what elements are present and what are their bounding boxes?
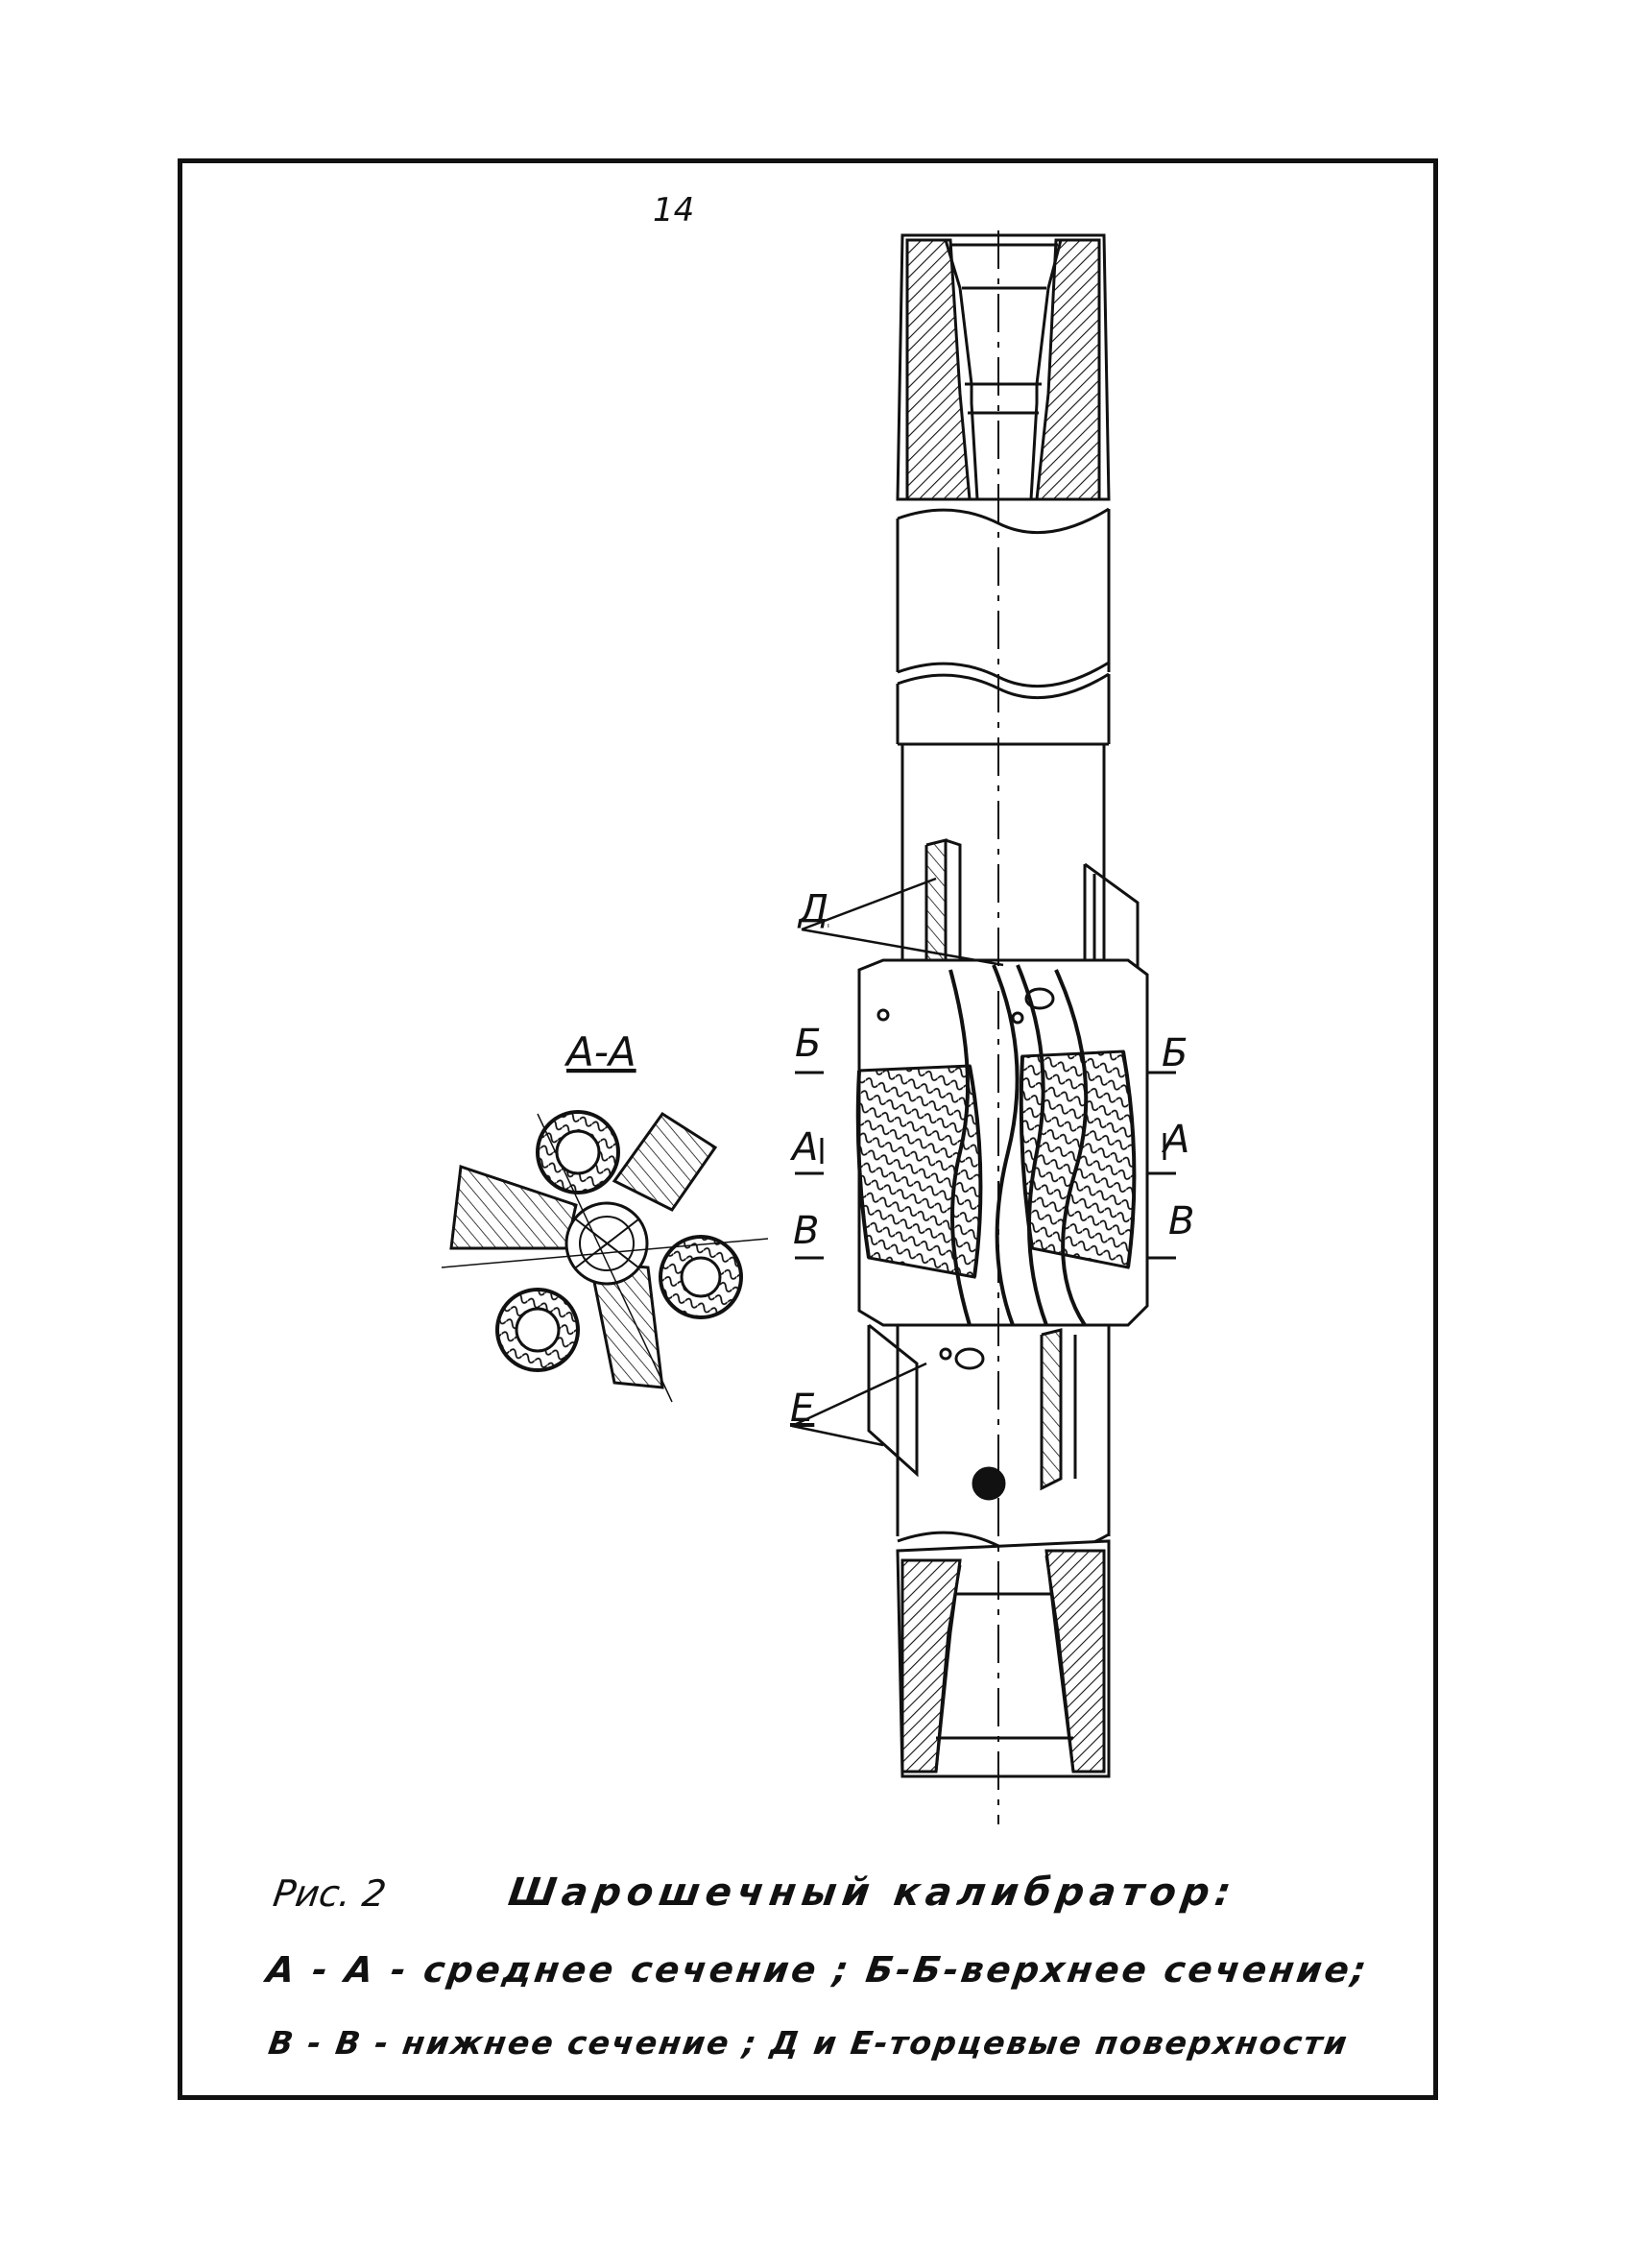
calibrator-body	[855, 230, 1149, 1824]
page-number: 14	[653, 191, 694, 229]
label-A-left: А	[789, 1125, 818, 1170]
leader-lines	[791, 877, 1004, 1447]
label-E: Е	[790, 1387, 815, 1431]
top-box-section	[896, 233, 1111, 535]
section-a-a-view	[441, 1110, 769, 1403]
caption-fig: Рис. 2	[270, 1872, 389, 1915]
left-roller	[855, 1064, 983, 1279]
lower-slots	[867, 1323, 1077, 1491]
roller-housing	[855, 958, 1149, 1370]
label-V-right: В	[1168, 1199, 1194, 1243]
bottom-box-section	[896, 1539, 1111, 1778]
lower-body-section	[896, 1325, 1111, 1557]
label-B-left: Б	[795, 1022, 821, 1066]
caption-line2: А - А - среднее сечение ; Б-Б-верхнее се…	[263, 1949, 1372, 1991]
caption-title: Шарошечный калибратор:	[505, 1870, 1239, 1915]
caption-line3: В - В - нижнее сечение ; Д и Е-торцевые …	[266, 2024, 1352, 2062]
label-V-left: В	[793, 1209, 819, 1253]
right-roller	[1019, 1050, 1137, 1269]
drawing-frame	[178, 158, 1438, 2100]
label-A-right: А	[1161, 1118, 1189, 1162]
section-title: А-А	[564, 1028, 636, 1075]
section-markers	[795, 1071, 1176, 1260]
label-B-right: Б	[1162, 1031, 1188, 1075]
